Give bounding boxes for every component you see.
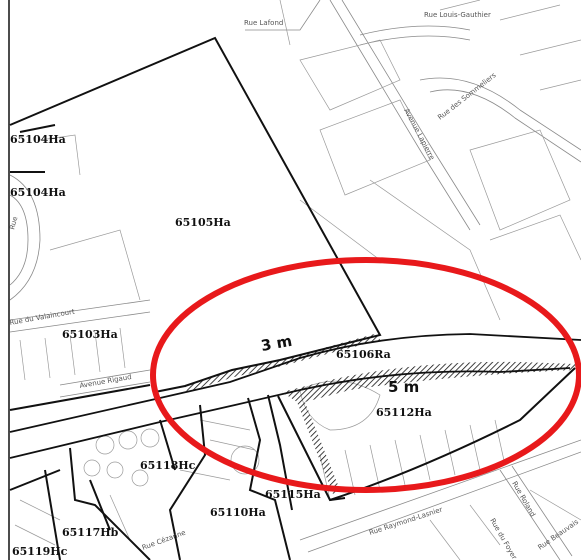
street-label-rue-des-sommeliers: Rue des Sommeliers [436,71,498,122]
zone-label-65110ha: 65110Ha [210,506,266,519]
street-label-rue-lafond: Rue Lafond [244,19,283,27]
street-label-rue-west: Rue [8,216,19,231]
zone-label-65104ha: 65104Ha [10,186,66,199]
zone-labels: 65104Ha 65104Ha 65105Ha 65103Ha 65106Ra … [10,133,432,558]
zone-label-65118hc: 65118Hc [140,459,196,472]
buffer-strips [185,333,575,494]
zone-label-65117hb: 65117Hb [62,526,119,539]
zone-label-65106ra: 65106Ra [336,348,391,361]
dimension-labels: 3 m 5 m [260,332,420,396]
highlight-ellipse [150,257,581,493]
buffer-strip-north [185,333,380,392]
street-label-avenue-lapierre: Avenue Lapierre [402,107,436,161]
street-label-rue-du-foyer: Rue du Foyer [488,517,518,560]
street-label-rue-raymond-lasnier: Rue Raymond-Lasnier [368,506,443,537]
dimension-label-3m: 3 m [260,332,294,355]
zone-label-65115ha: 65115Ha [265,488,321,501]
zone-label-65104ha-top: 65104Ha [10,133,66,146]
zone-label-65119hc: 65119Hc [12,545,68,558]
dimension-label-5m: 5 m [388,378,419,396]
street-label-rue-cezanne: Rue Cézanne [141,529,187,552]
zone-label-65103ha: 65103Ha [62,328,118,341]
street-label-rue-louis-gauthier: Rue Louis-Gauthier [424,11,491,19]
zone-label-65105ha: 65105Ha [175,216,231,229]
zone-label-65112ha: 65112Ha [376,406,432,419]
street-label-avenue-rigaud: Avenue Rigaud [79,373,132,390]
lot-lines [9,0,581,560]
street-label-rue-roland: Rue Roland [510,480,537,518]
